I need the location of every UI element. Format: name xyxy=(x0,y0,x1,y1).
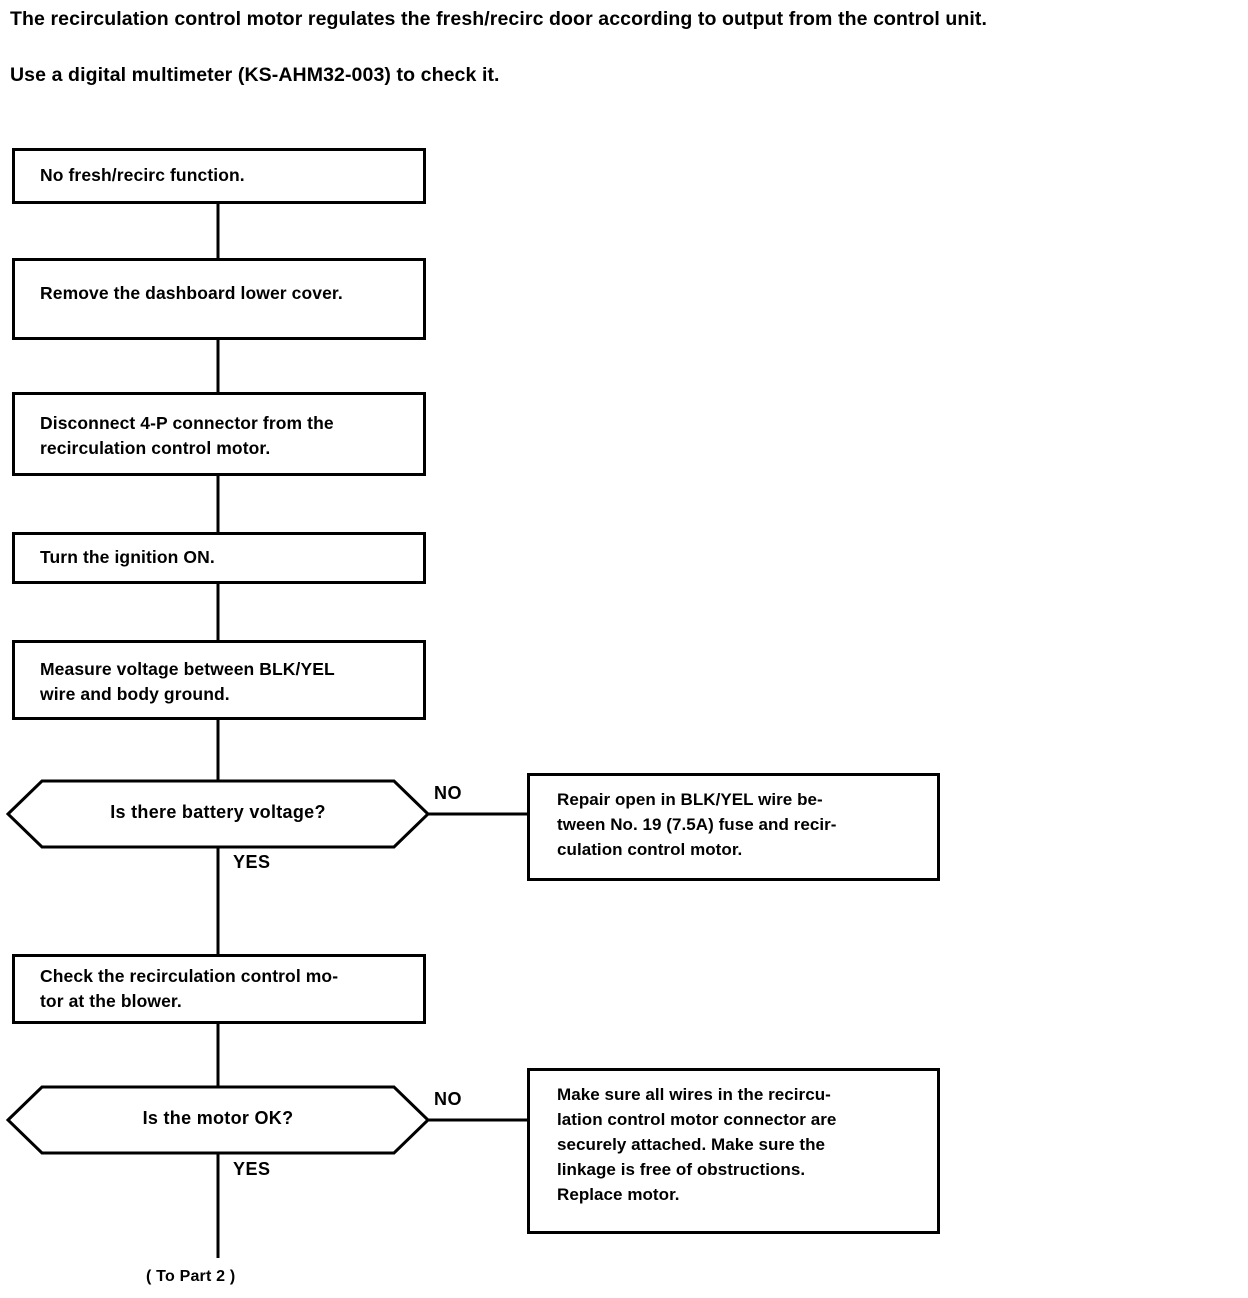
process-box-turn-ignition-on xyxy=(12,532,426,584)
process-box-no-fresh-recirc-function xyxy=(12,148,426,204)
process-box-remove-dashboard-lower-cover xyxy=(12,258,426,340)
result-text-repair-open-blk-yel: Repair open in BLK/YEL wire be- tween No… xyxy=(557,790,837,859)
branch-label-yes-battery-voltage: YES xyxy=(233,852,271,872)
process-box-check-motor-at-blower xyxy=(12,954,426,1024)
process-text-remove-dashboard-lower-cover: Remove the dashboard lower cover. xyxy=(40,283,343,303)
result-text-check-wires-replace-motor: Make sure all wires in the recircu- lati… xyxy=(557,1085,837,1204)
process-text-measure-voltage: Measure voltage between BLK/YEL wire and… xyxy=(40,659,335,704)
footer-to-part-2: ( To Part 2 ) xyxy=(146,1268,236,1285)
decision-shape-motor-ok xyxy=(5,1084,431,1156)
process-text-check-motor-at-blower: Check the recirculation control mo- tor … xyxy=(40,966,339,1011)
process-box-disconnect-4p-connector xyxy=(12,392,426,476)
process-text-disconnect-4p-connector: Disconnect 4-P connector from the recirc… xyxy=(40,413,334,458)
decision-label-battery-voltage: Is there battery voltage? xyxy=(110,802,326,822)
intro-line-2: Use a digital multimeter (KS-AHM32-003) … xyxy=(10,64,500,86)
process-text-turn-ignition-on: Turn the ignition ON. xyxy=(40,547,215,567)
result-box-repair-open-blk-yel xyxy=(527,773,940,881)
result-box-check-wires-replace-motor xyxy=(527,1068,940,1234)
branch-label-no-battery-voltage: NO xyxy=(434,783,462,803)
branch-label-yes-motor-ok: YES xyxy=(233,1159,271,1179)
decision-shape-battery-voltage xyxy=(5,778,431,850)
branch-label-no-motor-ok: NO xyxy=(434,1089,462,1109)
decision-label-motor-ok: Is the motor OK? xyxy=(142,1108,294,1128)
intro-line-1: The recirculation control motor regulate… xyxy=(10,8,988,30)
process-box-measure-voltage xyxy=(12,640,426,720)
process-text-no-fresh-recirc-function: No fresh/recirc function. xyxy=(40,165,245,185)
